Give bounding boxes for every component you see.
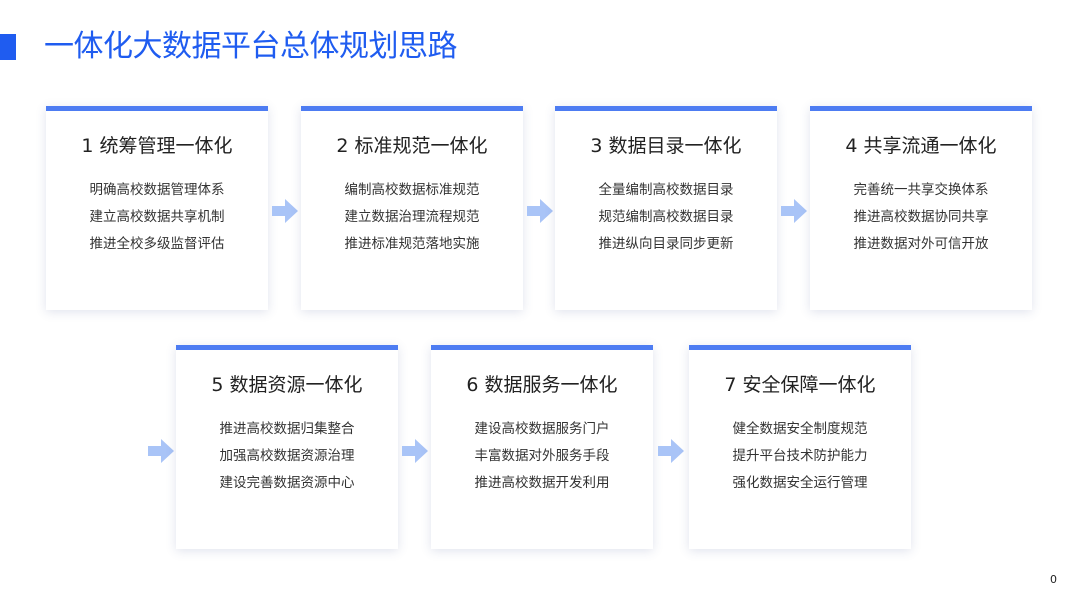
card-title: 2 标准规范一体化 bbox=[336, 135, 488, 157]
card-line: 推进纵向目录同步更新 bbox=[598, 236, 734, 252]
card-1: 1 统筹管理一体化 明确高校数据管理体系 建立高校数据共享机制 推进全校多级监督… bbox=[46, 106, 268, 310]
card-title: 4 共享流通一体化 bbox=[845, 135, 997, 157]
card-line: 推进数据对外可信开放 bbox=[853, 236, 989, 252]
right-arrow-icon bbox=[272, 199, 298, 223]
right-arrow-icon bbox=[402, 439, 428, 463]
right-arrow-icon bbox=[658, 439, 684, 463]
card-line: 建立高校数据共享机制 bbox=[89, 209, 225, 225]
card-line: 提升平台技术防护能力 bbox=[732, 448, 868, 464]
right-arrow-icon bbox=[527, 199, 553, 223]
page-number: 0 bbox=[1050, 573, 1057, 586]
right-arrow-icon bbox=[781, 199, 807, 223]
card-line: 推进标准规范落地实施 bbox=[344, 236, 480, 252]
card-line: 完善统一共享交换体系 bbox=[853, 182, 989, 198]
card-line: 健全数据安全制度规范 bbox=[732, 421, 868, 437]
card-title: 3 数据目录一体化 bbox=[590, 135, 742, 157]
card-5: 5 数据资源一体化 推进高校数据归集整合 加强高校数据资源治理 建设完善数据资源… bbox=[176, 345, 398, 549]
card-line: 推进高校数据协同共享 bbox=[853, 209, 989, 225]
card-line: 建立数据治理流程规范 bbox=[344, 209, 480, 225]
right-arrow-icon bbox=[148, 439, 174, 463]
card-line: 加强高校数据资源治理 bbox=[219, 448, 355, 464]
card-line: 丰富数据对外服务手段 bbox=[474, 448, 610, 464]
card-line: 建设完善数据资源中心 bbox=[219, 475, 355, 491]
card-title: 1 统筹管理一体化 bbox=[81, 135, 233, 157]
card-line: 编制高校数据标准规范 bbox=[344, 182, 480, 198]
card-line: 推进高校数据归集整合 bbox=[219, 421, 355, 437]
card-4: 4 共享流通一体化 完善统一共享交换体系 推进高校数据协同共享 推进数据对外可信… bbox=[810, 106, 1032, 310]
card-line: 全量编制高校数据目录 bbox=[598, 182, 734, 198]
page-title: 一体化大数据平台总体规划思路 bbox=[44, 29, 458, 64]
card-line: 建设高校数据服务门户 bbox=[474, 421, 610, 437]
card-3: 3 数据目录一体化 全量编制高校数据目录 规范编制高校数据目录 推进纵向目录同步… bbox=[555, 106, 777, 310]
card-line: 明确高校数据管理体系 bbox=[89, 182, 225, 198]
title-accent-bar bbox=[0, 34, 16, 60]
card-6: 6 数据服务一体化 建设高校数据服务门户 丰富数据对外服务手段 推进高校数据开发… bbox=[431, 345, 653, 549]
card-title: 6 数据服务一体化 bbox=[466, 374, 618, 396]
card-line: 规范编制高校数据目录 bbox=[598, 209, 734, 225]
card-line: 强化数据安全运行管理 bbox=[732, 475, 868, 491]
card-2: 2 标准规范一体化 编制高校数据标准规范 建立数据治理流程规范 推进标准规范落地… bbox=[301, 106, 523, 310]
card-line: 推进全校多级监督评估 bbox=[89, 236, 225, 252]
card-title: 7 安全保障一体化 bbox=[724, 374, 876, 396]
card-7: 7 安全保障一体化 健全数据安全制度规范 提升平台技术防护能力 强化数据安全运行… bbox=[689, 345, 911, 549]
card-line: 推进高校数据开发利用 bbox=[474, 475, 610, 491]
card-title: 5 数据资源一体化 bbox=[211, 374, 363, 396]
